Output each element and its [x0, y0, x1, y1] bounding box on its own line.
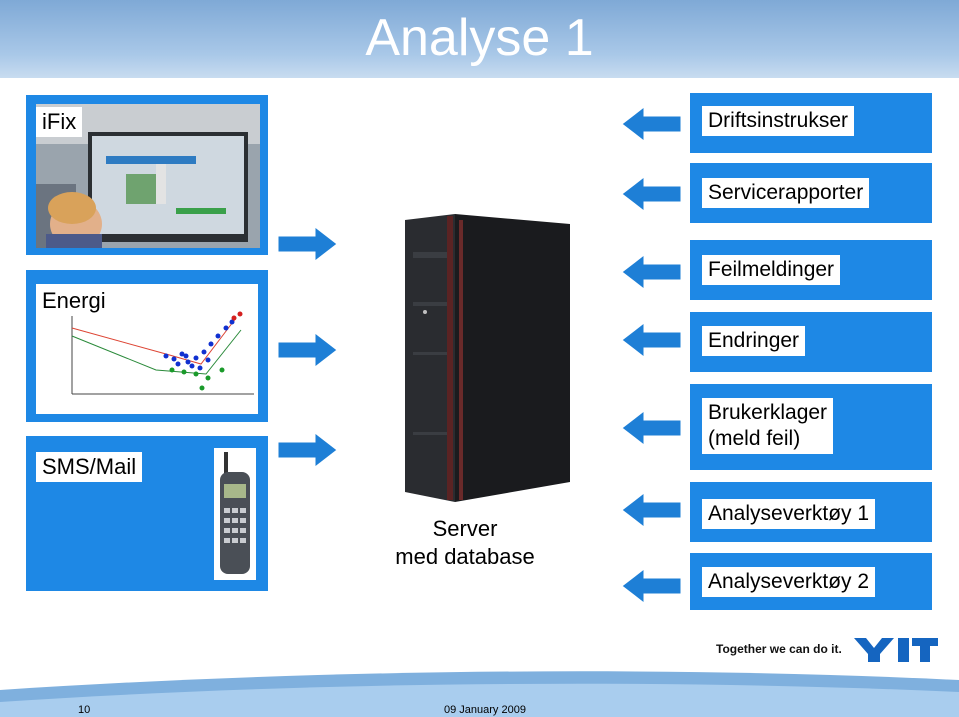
ifix-panel: iFix [26, 95, 268, 255]
mobile-phone-icon [214, 448, 256, 580]
driftsinstrukser-box: Driftsinstrukser [690, 93, 932, 153]
brukerklager-label: Brukerklager (meld feil) [702, 398, 834, 454]
arrow-right-icon [277, 432, 338, 468]
arrow-right-icon [277, 332, 338, 368]
arrow-left-icon [621, 568, 682, 604]
ifix-label: iFix [36, 107, 83, 137]
servicerapporter-box: Servicerapporter [690, 163, 932, 223]
arrow-left-icon [621, 176, 682, 212]
brukerklager-label-line2: (meld feil) [708, 427, 801, 450]
energi-panel: Energi [26, 270, 268, 422]
yit-logo [854, 638, 938, 662]
endringer-label: Endringer [702, 326, 806, 356]
page-number: 10 [78, 704, 91, 716]
feilmeldinger-label: Feilmeldinger [702, 255, 841, 285]
analyseverktoy-1-label: Analyseverktøy 1 [702, 499, 876, 529]
operator-screen-photo [36, 104, 260, 248]
arrow-right-icon [277, 226, 338, 262]
slide-title: Analyse 1 [365, 9, 594, 67]
arrow-left-icon [621, 106, 682, 142]
title-bar [0, 0, 959, 78]
analyseverktoy-2-label: Analyseverktøy 2 [702, 567, 876, 597]
arrow-left-icon [621, 492, 682, 528]
footer-date: 09 January 2009 [444, 704, 526, 716]
server-tower-image [405, 214, 570, 502]
server-label: Server med database [380, 515, 550, 571]
sms-mail-panel: SMS/Mail [26, 436, 268, 591]
arrow-left-icon [621, 410, 682, 446]
endringer-box: Endringer [690, 312, 932, 372]
analyseverktoy-1-box: Analyseverktøy 1 [690, 482, 932, 542]
sms-mail-label: SMS/Mail [36, 452, 143, 482]
servicerapporter-label: Servicerapporter [702, 178, 870, 208]
arrow-left-icon [621, 254, 682, 290]
company-slogan: Together we can do it. [716, 642, 842, 656]
server-label-line2: med database [395, 544, 535, 569]
brukerklager-box: Brukerklager (meld feil) [690, 384, 932, 470]
arrow-left-icon [621, 322, 682, 358]
analyseverktoy-2-box: Analyseverktøy 2 [690, 553, 932, 610]
feilmeldinger-box: Feilmeldinger [690, 240, 932, 300]
server-label-line1: Server [432, 516, 498, 541]
energi-label: Energi [36, 286, 112, 316]
brukerklager-label-line1: Brukerklager [708, 401, 828, 424]
driftsinstrukser-label: Driftsinstrukser [702, 106, 855, 136]
footer-band [0, 671, 959, 717]
